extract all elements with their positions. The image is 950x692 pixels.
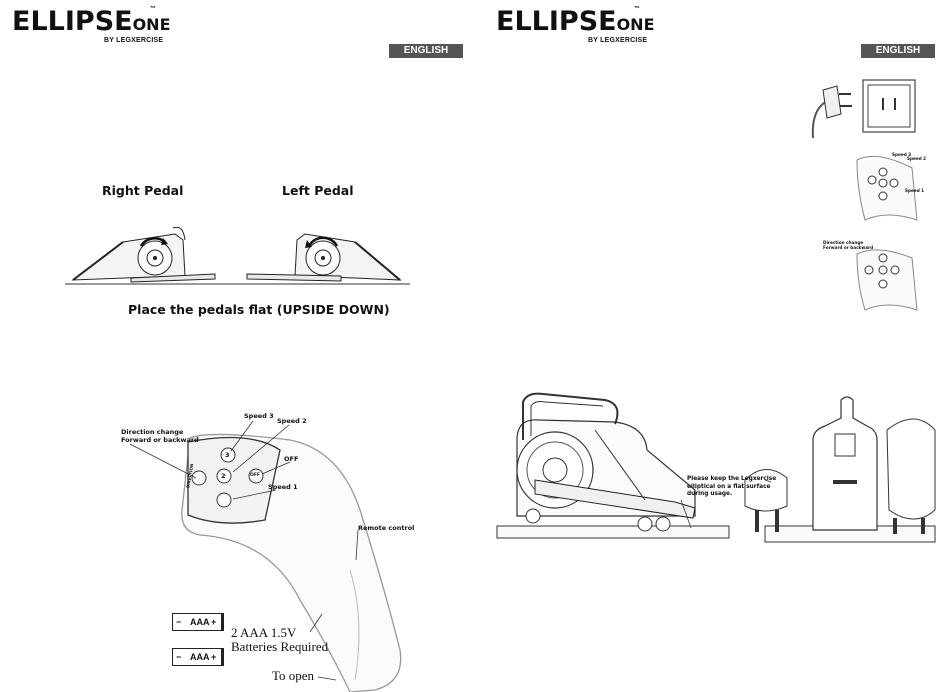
remote-button-2: 2 [221, 472, 226, 480]
brand-byline: BY LEGXERCISE [588, 37, 648, 44]
left-page: ELLIPSEONE ™ BY LEGXERCISE ENGLISH Right… [12, 6, 463, 692]
battery-top: − AAA + [172, 613, 224, 631]
speed1-label: Speed 1 [268, 483, 298, 491]
direction-label-line1: Direction change [121, 428, 184, 436]
battery-minus: − [176, 652, 182, 662]
speed3-label: Speed 3 [244, 412, 274, 420]
batteries-line1: 2 AAA 1.5V [231, 625, 297, 640]
small-speed2-label: Speed 2 [907, 156, 927, 161]
trademark: ™ [150, 6, 156, 12]
elliptical-machine-illustration [496, 392, 936, 543]
trademark: ™ [634, 6, 640, 12]
language-badge: ENGLISH [389, 44, 463, 58]
direction-label-line2: Forward or backward [121, 436, 199, 444]
brand-logo: ELLIPSEONE ™ BY LEGXERCISE [496, 6, 655, 44]
small-speed1-label: Speed 1 [905, 188, 925, 193]
small-direction-line2: Forward or backward [823, 245, 874, 250]
left-pedal-title: Left Pedal [282, 183, 354, 198]
direction-label: Direction change Forward or backward [121, 428, 199, 444]
right-pedal-title: Right Pedal [102, 183, 184, 198]
battery-bottom: − AAA + [172, 648, 224, 666]
small-speed3-label: Speed 3 [892, 152, 912, 157]
off-label: OFF [284, 455, 299, 463]
remote-control-illustration [181, 433, 402, 692]
small-direction-label: Direction change Forward or backward [823, 240, 873, 250]
language-badge: ENGLISH [861, 44, 935, 58]
left-pedal-illustration [245, 233, 410, 285]
flat-surface-note-text: Please keep the Legxercise elliptical on… [687, 476, 777, 497]
flat-surface-note: Please keep the Legxercise elliptical on… [687, 476, 792, 499]
small-direction-line1: Direction change [823, 240, 864, 245]
flat-surface-callout [680, 479, 772, 529]
battery-plus: + [211, 652, 217, 662]
power-outlet-illustration [811, 79, 916, 139]
remote-button-off: OFF [250, 473, 260, 478]
remote-callout-lines [129, 420, 359, 681]
brand-suffix: ONE [132, 15, 171, 34]
brand-name: ELLIPSE [12, 6, 133, 37]
brand-logo: ELLIPSEONE ™ BY LEGXERCISE [12, 6, 171, 44]
brand-byline: BY LEGXERCISE [104, 37, 164, 44]
speed2-label: Speed 2 [277, 417, 307, 425]
pedal-instruction: Place the pedals flat (UPSIDE DOWN) [128, 302, 390, 317]
batteries-line2: Batteries Required [231, 639, 329, 654]
remote-button-3: 3 [225, 451, 230, 459]
battery-type: AAA [190, 652, 210, 662]
right-pedal-illustration [65, 226, 245, 285]
batteries-note: 2 AAA 1.5V Batteries Required [231, 626, 328, 654]
brand-suffix: ONE [616, 15, 655, 34]
right-page: ELLIPSEONE ™ BY LEGXERCISE ENGLISH Speed… [475, 0, 950, 692]
brand-name: ELLIPSE [496, 6, 617, 37]
remote-small-direction-illustration [856, 249, 918, 311]
remote-small-illustration [856, 155, 918, 221]
to-open-label: To open [272, 668, 315, 683]
battery-plus: + [211, 617, 217, 627]
battery-minus: − [176, 617, 182, 627]
remote-control-label: Remote control [358, 524, 415, 532]
battery-type: AAA [190, 617, 210, 627]
